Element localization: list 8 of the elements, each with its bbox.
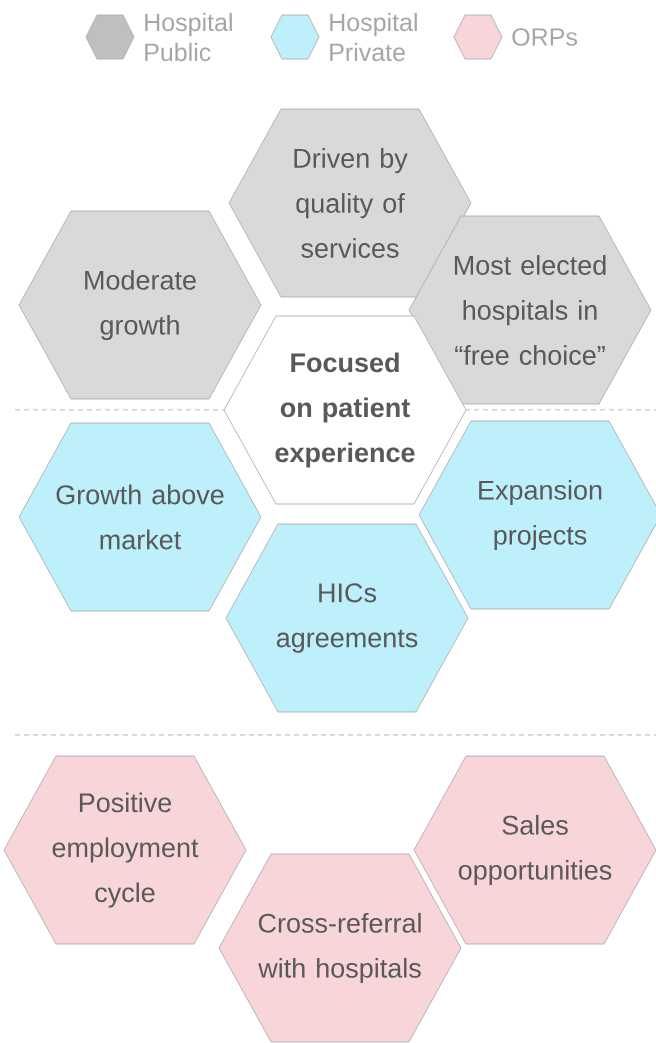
hexagon: Moderate growth xyxy=(18,210,262,400)
hexagon: Growth above market xyxy=(18,422,262,612)
hexagon: Positive employment cycle xyxy=(3,755,247,945)
hexagon: HICs agreements xyxy=(225,523,469,713)
hexagon: Expansion projects xyxy=(418,420,656,610)
legend-label: Hospital Public xyxy=(145,12,232,62)
legend-label: Hospital Private xyxy=(330,12,417,62)
legend-label: ORPs xyxy=(512,28,577,46)
